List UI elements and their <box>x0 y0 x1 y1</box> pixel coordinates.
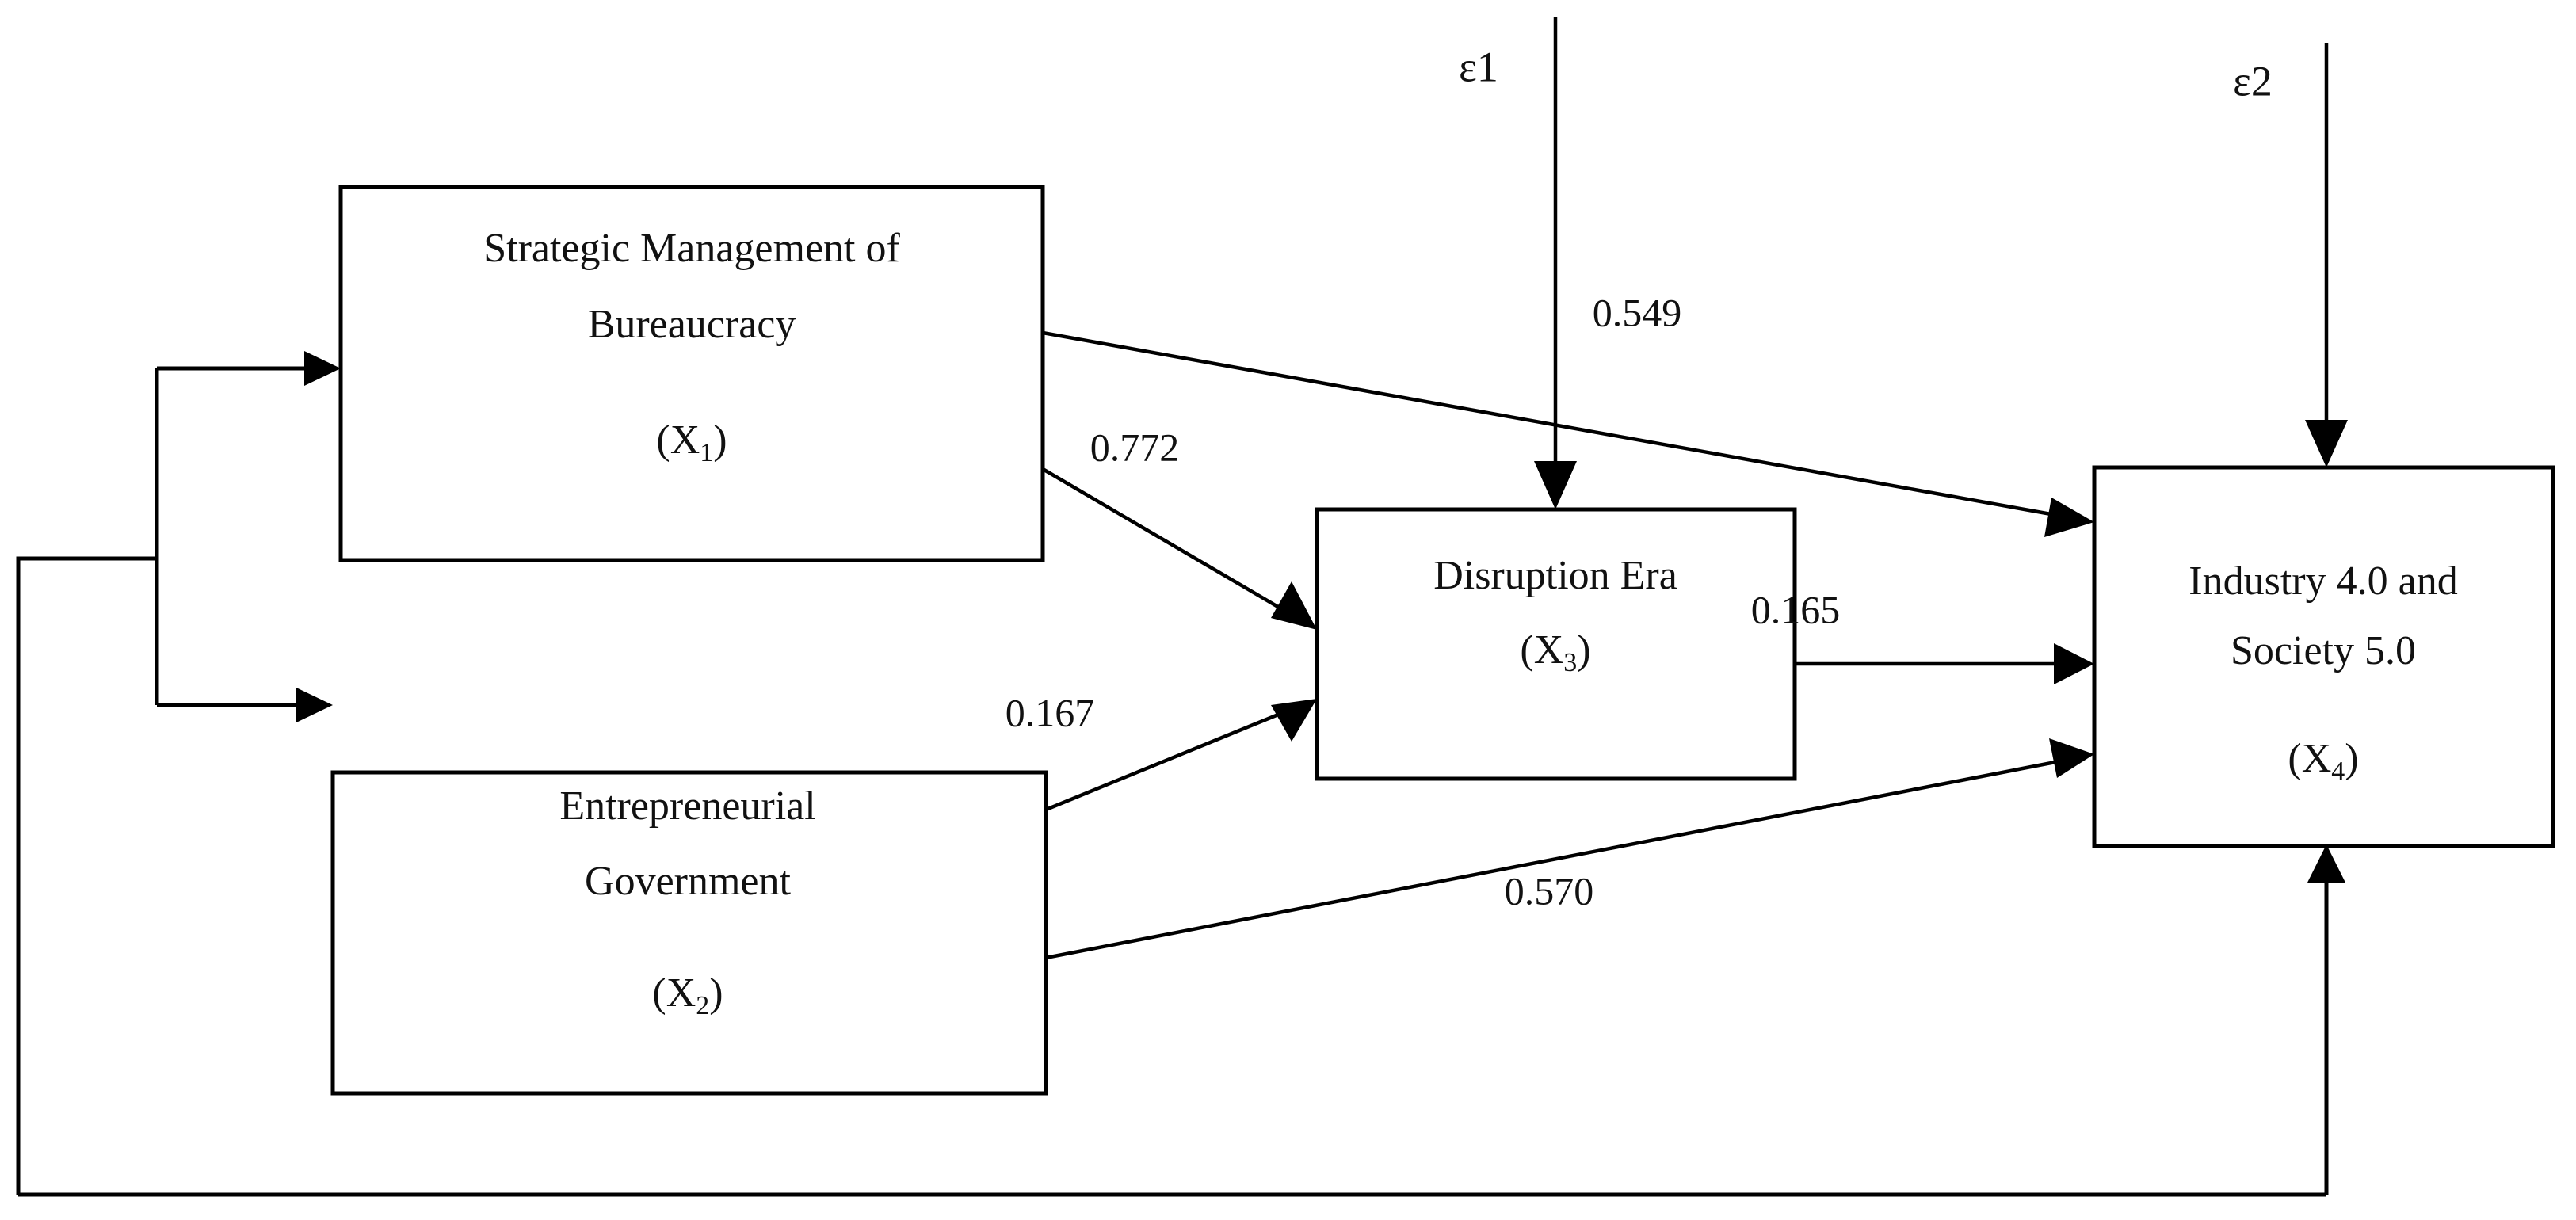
edge-e2-to-x4 <box>2305 43 2348 467</box>
coef-label-x3-x4: 0.165 <box>1751 587 1841 631</box>
x2-x4-line <box>1045 760 2056 960</box>
arrow-head-x2-into-x3 <box>1271 699 1317 742</box>
node-x4-label-line2: Society 5.0 <box>2231 628 2416 673</box>
x1-x3-line <box>1041 467 1284 611</box>
node-box-x4[interactable] <box>2092 465 2555 848</box>
arrow-head-into-x4-bottom <box>2307 844 2345 883</box>
arrow-head-to-x1 <box>304 351 341 386</box>
x2-x3-line <box>1045 711 1283 812</box>
arrow-head-x2-into-x4 <box>2049 738 2094 778</box>
arrow-head-e2-into-x4 <box>2305 420 2348 467</box>
edge-x1-to-x4 <box>1042 330 2094 537</box>
node-x4-code: (X4) <box>2288 736 2358 786</box>
node-x3-label-line1: Disruption Era <box>1433 553 1677 598</box>
arrow-head-to-x2 <box>296 688 333 722</box>
node-x1-code: (X1) <box>656 417 727 467</box>
node-x2-label-line2: Government <box>585 859 791 904</box>
edge-x2-to-x3 <box>1045 699 1317 812</box>
feedback-loop-left <box>16 351 2345 1197</box>
coef-label-x2-x3: 0.167 <box>1006 690 1095 734</box>
coef-label-x2-x4: 0.570 <box>1505 868 1594 913</box>
arrow-head-x1-into-x4 <box>2044 498 2094 537</box>
x1-x4-line <box>1042 330 2056 517</box>
coef-label-x1-x3: 0.772 <box>1090 425 1180 469</box>
edge-x2-to-x4 <box>1045 738 2094 960</box>
edge-x3-to-x4 <box>1795 643 2094 684</box>
node-x2-label-line1: Entrepreneurial <box>559 783 815 829</box>
node-box-x3[interactable] <box>1315 507 1797 781</box>
edge-e1-to-x3 <box>1534 17 1577 509</box>
node-box-x1[interactable] <box>338 185 1045 562</box>
error-label-e2: ε2 <box>2233 57 2273 105</box>
node-x1-label-line1: Strategic Management of <box>483 226 900 271</box>
feedback-rail-outer <box>16 556 157 1195</box>
coef-label-e1-x3: 0.549 <box>1593 290 1682 334</box>
arrow-head-x3-into-x4 <box>2054 643 2094 684</box>
error-label-e1: ε1 <box>1459 43 1498 90</box>
node-x2-code: (X2) <box>652 970 723 1020</box>
arrow-head-e1-into-x3 <box>1534 461 1577 509</box>
node-box-x2[interactable] <box>330 770 1048 1096</box>
node-x4-label-line1: Industry 4.0 and <box>2189 559 2457 604</box>
arrow-head-x1-into-x3 <box>1271 581 1317 630</box>
edge-x1-to-x3 <box>1041 467 1317 630</box>
node-x3-code: (X3) <box>1520 627 1590 677</box>
node-x1-label-line2: Bureaucracy <box>588 302 796 347</box>
